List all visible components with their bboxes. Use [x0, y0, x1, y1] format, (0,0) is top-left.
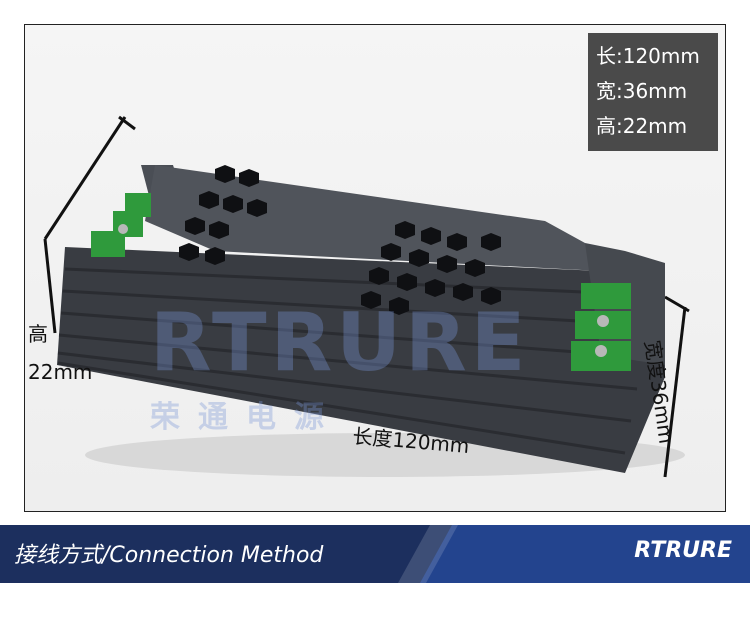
height-value: 22mm [28, 360, 93, 384]
section-banner [0, 525, 750, 583]
terminal-block-right [571, 283, 631, 371]
spec-box: 长:120mm 宽:36mm 高:22mm [588, 33, 718, 151]
height-label: 高 [28, 322, 48, 346]
depth-dimension-line [43, 116, 127, 240]
watermark-brand: RTRURE [150, 296, 530, 389]
banner-title: 接线方式/Connection Method [14, 543, 324, 568]
vent-holes-left [179, 165, 267, 265]
width-dimension-line [663, 306, 687, 478]
fin-lines [57, 267, 652, 455]
power-supply-illustration [43, 115, 690, 478]
terminal-block-left [91, 193, 151, 257]
front-fins [57, 247, 665, 473]
watermark-subtitle: 荣通电源 [150, 400, 342, 435]
spec-height: 高:22mm [596, 114, 688, 138]
banner-brand: RTRURE [634, 538, 732, 563]
height-dimension-line [43, 238, 57, 334]
spec-length: 长:120mm [596, 44, 700, 68]
vent-holes-right [361, 221, 501, 315]
spec-width: 宽:36mm [596, 79, 688, 103]
